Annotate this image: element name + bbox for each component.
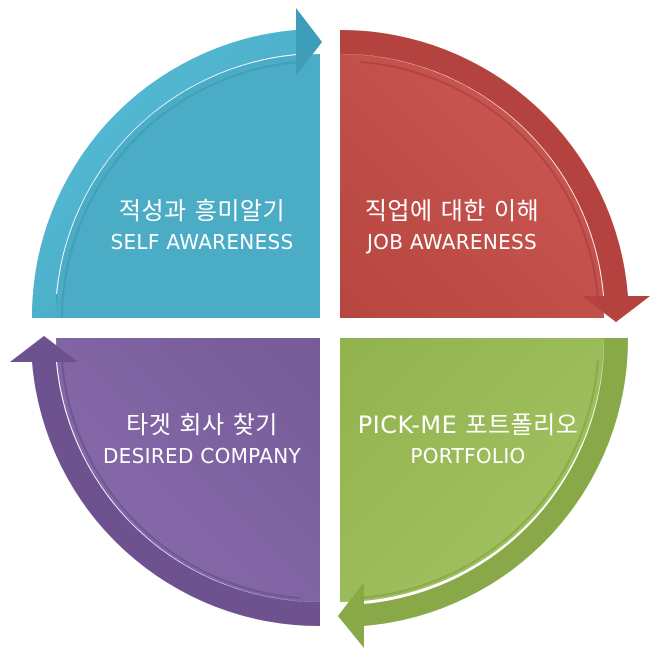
quadrant-job-awareness	[340, 29, 650, 322]
quadrant-self-awareness-body	[31, 30, 320, 318]
self-awareness-label: 적성과 흥미알기 SELF AWARENESS	[72, 196, 332, 255]
inner-arc-br	[359, 359, 599, 599]
desired-company-arrow-head	[10, 336, 78, 362]
quadrant-desired-company	[10, 336, 320, 627]
quadrant-self-awareness-fill	[56, 54, 320, 318]
portfolio-title-en: PORTFOLIO	[410, 444, 526, 468]
portfolio-arrow-head	[338, 582, 364, 648]
inner-arc-tr	[359, 61, 599, 301]
job-awareness-arrow-head	[582, 296, 650, 322]
job-awareness-label: 직업에 대한 이해 JOB AWARENESS	[322, 196, 582, 255]
desired-company-label: 타겟 회사 찾기 DESIRED COMPANY	[72, 410, 332, 469]
quadrant-desired-company-fill	[56, 338, 320, 602]
portfolio-title-ko: PICK-ME 포트폴리오	[357, 411, 579, 439]
self-awareness-title-en: SELF AWARENESS	[110, 230, 294, 254]
self-awareness-title-ko: 적성과 흥미알기	[118, 197, 286, 225]
quadrant-portfolio-fill	[340, 338, 604, 602]
desired-company-title-ko: 타겟 회사 찾기	[126, 411, 278, 439]
quadrant-portfolio	[338, 338, 629, 648]
quadrant-job-awareness-fill	[340, 54, 604, 318]
job-awareness-title-ko: 직업에 대한 이해	[364, 197, 540, 225]
portfolio-label: PICK-ME 포트폴리오 PORTFOLIO	[338, 410, 598, 469]
inner-arc-tl	[61, 61, 301, 319]
job-awareness-title-en: JOB AWARENESS	[366, 230, 538, 254]
self-awareness-arrow-head	[296, 8, 322, 76]
inner-arc-bl	[61, 359, 301, 599]
desired-company-title-en: DESIRED COMPANY	[102, 444, 302, 468]
